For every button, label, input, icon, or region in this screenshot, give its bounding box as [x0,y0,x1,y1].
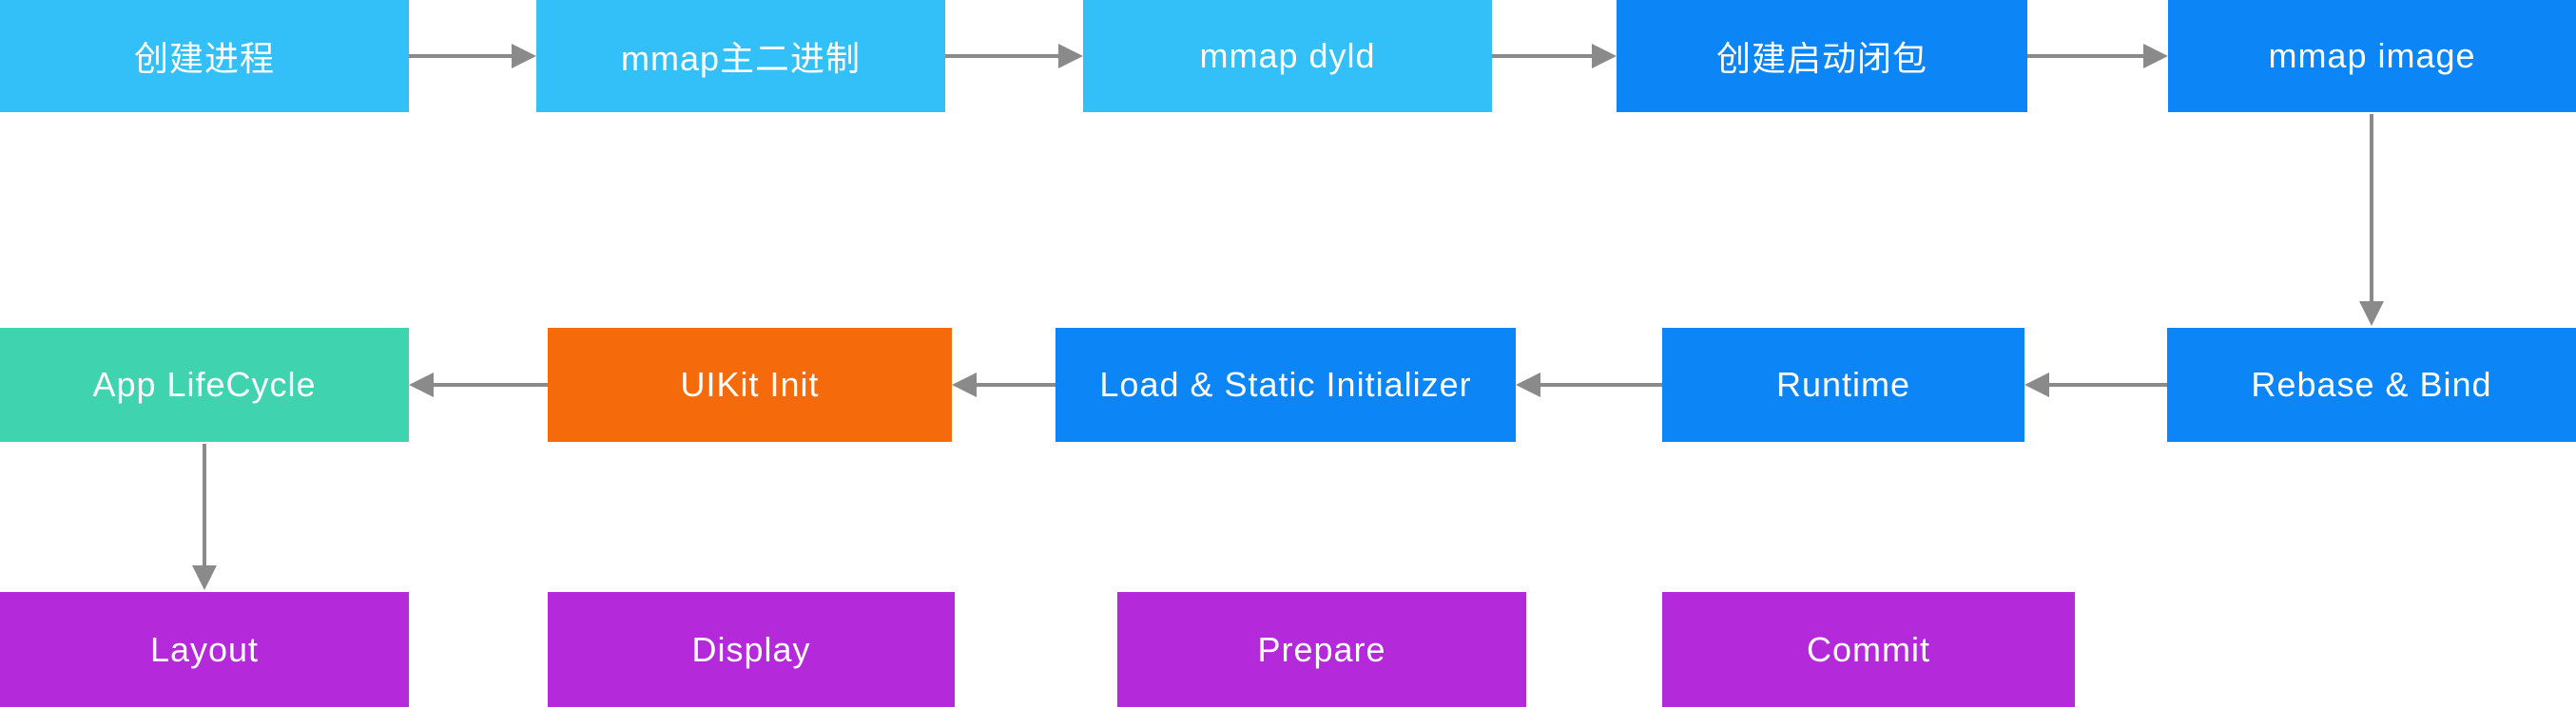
arrowhead-icon [2359,301,2384,326]
node-load-static-initializer: Load & Static Initializer [1056,328,1516,442]
arrowhead-icon [192,565,217,590]
node-display: Display [548,592,955,707]
arrowhead-icon [2143,44,2168,68]
node-label: mmap image [2268,36,2476,75]
node-create-process: 创建进程 [0,0,409,112]
arrow-runtime-to-load-static-initializer [1516,373,1662,397]
arrowhead-icon [1058,44,1083,68]
node-layout: Layout [0,592,409,707]
arrowhead-icon [1592,44,1617,68]
node-prepare: Prepare [1117,592,1526,707]
node-label: App LifeCycle [92,365,317,404]
node-label: Layout [149,629,260,669]
arrowhead-icon [1516,373,1540,397]
node-label: 创建启动闭包 [1715,39,1927,78]
arrow-create-launch-closure-to-mmap-image [2027,44,2168,68]
arrow-uikit-init-to-app-lifecycle [409,373,548,397]
arrow-rebase-bind-to-runtime [2024,373,2167,397]
node-label: Load & Static Initializer [1099,365,1472,404]
node-create-launch-closure: 创建启动闭包 [1617,0,2027,112]
arrow-shaft [409,54,515,58]
arrowhead-icon [512,44,536,68]
node-runtime: Runtime [1662,328,2024,442]
node-app-lifecycle: App LifeCycle [0,328,409,442]
arrowhead-icon [2024,373,2049,397]
arrow-mmap-image-to-rebase-bind [2359,114,2384,326]
node-label: Rebase & Bind [2251,365,2492,404]
arrow-app-lifecycle-to-layout [192,444,217,590]
arrow-load-static-initializer-to-uikit-init [952,373,1056,397]
arrow-shaft [945,54,1062,58]
node-label: mmap dyld [1199,36,1376,75]
node-label: Runtime [1775,365,1911,404]
node-label: Display [691,629,811,669]
node-label: 创建进程 [133,39,275,78]
node-mmap-image: mmap image [2168,0,2576,112]
arrow-shaft [2045,383,2167,387]
arrowhead-icon [952,373,977,397]
node-mmap-main-binary: mmap主二进制 [536,0,945,112]
node-commit: Commit [1662,592,2075,707]
node-label: UIKit Init [680,365,820,404]
arrow-shaft [973,383,1056,387]
arrow-mmap-main-binary-to-mmap-dyld [945,44,1083,68]
arrow-shaft [2370,114,2373,305]
arrow-mmap-dyld-to-create-launch-closure [1492,44,1617,68]
arrowhead-icon [409,373,434,397]
node-label: mmap主二进制 [620,39,862,78]
arrow-shaft [1492,54,1596,58]
arrow-shaft [1537,383,1662,387]
node-rebase-bind: Rebase & Bind [2167,328,2576,442]
node-uikit-init: UIKit Init [548,328,952,442]
node-label: Commit [1807,629,1930,669]
arrow-shaft [203,444,206,569]
node-mmap-dyld: mmap dyld [1083,0,1492,112]
arrow-create-process-to-mmap-main-binary [409,44,536,68]
arrow-shaft [430,383,548,387]
node-label: Prepare [1257,629,1386,669]
arrow-shaft [2027,54,2147,58]
